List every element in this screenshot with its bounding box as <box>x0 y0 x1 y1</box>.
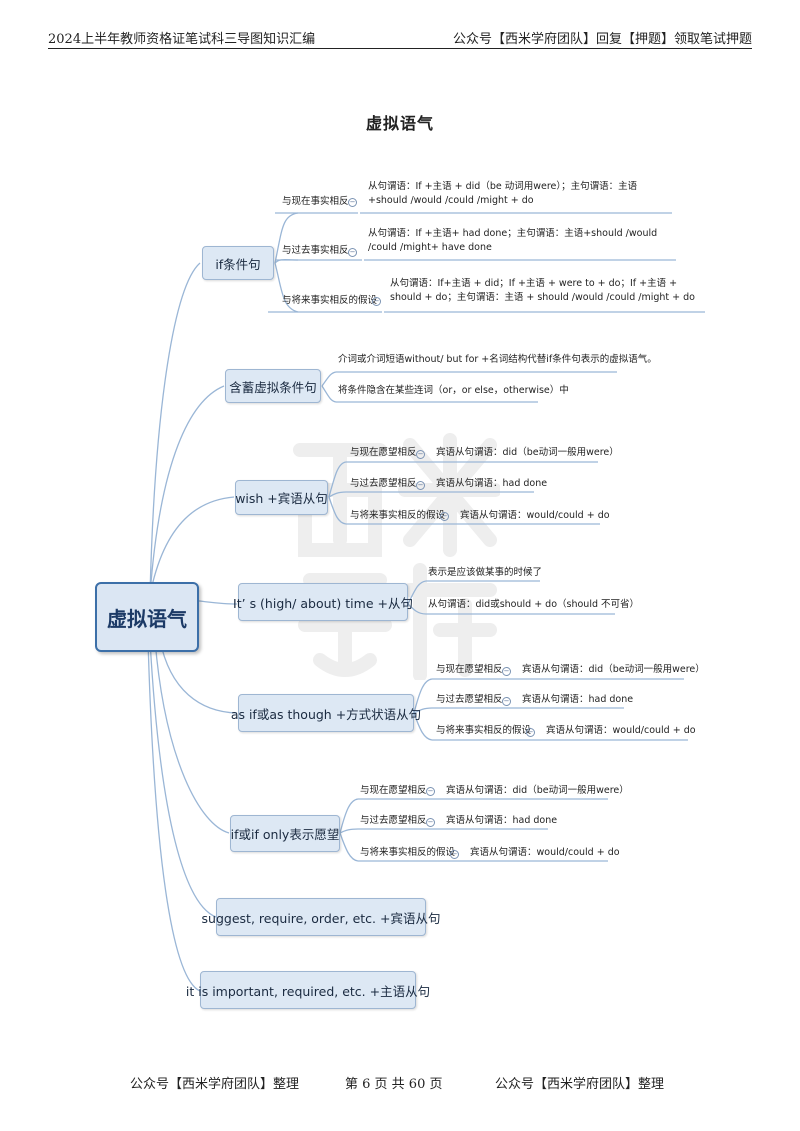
if-past-label: 与过去事实相反 <box>282 245 349 256</box>
ifonly-past-text: 宾语从句谓语：had done <box>446 815 558 826</box>
if-present-label: 与现在事实相反 <box>282 196 349 207</box>
if-future-text: 从句谓语：If+主语 + did；If +主语 + were to + do；I… <box>390 278 695 303</box>
collapse-icon[interactable]: − <box>450 850 459 859</box>
header-divider <box>48 48 752 49</box>
asif-present-text: 宾语从句谓语：did（be动词一般用were） <box>522 664 705 675</box>
wish-future-text: 宾语从句谓语：would/could + do <box>460 510 610 521</box>
wish-past-label: 与过去愿望相反 <box>350 478 417 489</box>
asif-past-text: 宾语从句谓语：had done <box>522 694 634 705</box>
collapse-icon[interactable]: − <box>502 697 511 706</box>
page-title: 虚拟语气 <box>365 114 434 133</box>
page-number: 第 6 页 共 60 页 <box>345 1077 443 1092</box>
time-item-1: 表示是应该做某事的时候了 <box>428 567 543 578</box>
collapse-icon[interactable]: − <box>348 198 357 207</box>
implicit-item-2: 将条件隐含在某些连词（or，or else，otherwise）中 <box>338 385 569 396</box>
asif-future-label: 与将来事实相反的假设 <box>436 725 532 736</box>
time-item-2: 从句谓语：did或should + do（should 不可省） <box>428 599 640 610</box>
if-past-text: 从句谓语：If +主语+ had done；主句谓语：主语+should /wo… <box>368 228 658 253</box>
header-left: 2024上半年教师资格证笔试科三导图知识汇编 <box>48 32 316 47</box>
wish-present-text: 宾语从句谓语：did（be动词一般用were） <box>436 447 619 458</box>
footer-left: 公众号【西米学府团队】整理 <box>130 1077 300 1092</box>
branch-wish[interactable]: wish +宾语从句 <box>235 480 328 515</box>
asif-past-label: 与过去愿望相反 <box>436 694 503 705</box>
branch-suggest[interactable]: suggest, require, order, etc. +宾语从句 <box>202 898 440 936</box>
root-node[interactable]: 虚拟语气 <box>95 582 199 652</box>
if-future-label: 与将来事实相反的假设 <box>282 295 378 306</box>
if-present-text: 从句谓语：If +主语 + did（be 动词用were）；主句谓语：主语+sh… <box>368 181 638 206</box>
ifonly-present-text: 宾语从句谓语：did（be动词一般用were） <box>446 785 629 796</box>
wish-past-text: 宾语从句谓语：had done <box>436 478 548 489</box>
collapse-icon[interactable]: − <box>502 667 511 676</box>
collapse-icon[interactable]: − <box>440 512 449 521</box>
wish-future-label: 与将来事实相反的假设 <box>350 510 446 521</box>
ifonly-past-label: 与过去愿望相反 <box>360 815 427 826</box>
implicit-item-1: 介词或介词短语without/ but for +名词结构代替if条件句表示的虚… <box>338 354 657 365</box>
branch-implicit-condition[interactable]: 含蓄虚拟条件句 <box>225 369 321 403</box>
collapse-icon[interactable]: − <box>348 248 357 257</box>
collapse-icon[interactable]: − <box>416 450 425 459</box>
asif-present-label: 与现在愿望相反 <box>436 664 503 675</box>
footer-right: 公众号【西米学府团队】整理 <box>495 1077 665 1092</box>
collapse-icon[interactable]: − <box>372 297 381 306</box>
ifonly-present-label: 与现在愿望相反 <box>360 785 427 796</box>
branch-its-time[interactable]: It’ s (high/ about) time +从句 <box>233 583 413 621</box>
ifonly-future-text: 宾语从句谓语：would/could + do <box>470 847 620 858</box>
collapse-icon[interactable]: − <box>526 728 535 737</box>
branch-it-is-important[interactable]: it is important, required, etc. +主语从句 <box>186 971 430 1009</box>
branch-if-only[interactable]: if或if only表示愿望 <box>230 815 340 852</box>
branch-as-if[interactable]: as if或as though +方式状语从句 <box>231 694 421 732</box>
ifonly-future-label: 与将来事实相反的假设 <box>360 847 456 858</box>
collapse-icon[interactable]: − <box>416 481 425 490</box>
collapse-icon[interactable]: − <box>426 818 435 827</box>
wish-present-label: 与现在愿望相反 <box>350 447 417 458</box>
branch-if-clause[interactable]: if条件句 <box>202 246 274 280</box>
collapse-icon[interactable]: − <box>426 787 435 796</box>
header-right: 公众号【西米学府团队】回复【押题】领取笔试押题 <box>452 32 752 47</box>
asif-future-text: 宾语从句谓语：would/could + do <box>546 725 696 736</box>
